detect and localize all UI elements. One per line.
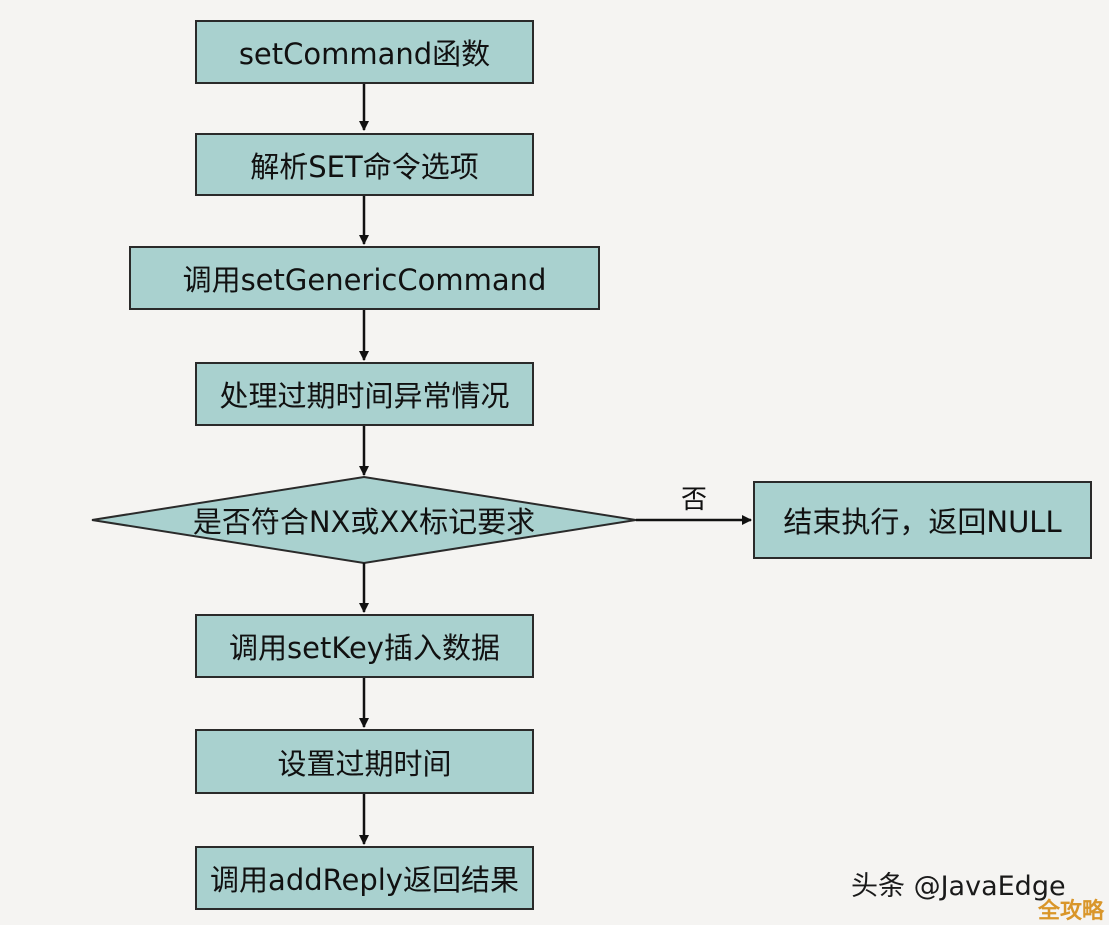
- step-call-setgeneric: 调用setGenericCommand: [129, 246, 600, 310]
- corner-logo: 全攻略: [1038, 899, 1105, 924]
- step-setkey: 调用setKey插入数据: [195, 614, 534, 678]
- step-setcommand: setCommand函数: [195, 20, 534, 84]
- step-addreply: 调用addReply返回结果: [195, 846, 534, 910]
- step-parse-options: 解析SET命令选项: [195, 133, 534, 196]
- watermark-text: 头条 @JavaEdge: [851, 871, 1066, 902]
- step-end-return-null: 结束执行，返回NULL: [753, 481, 1092, 559]
- step-handle-expire: 处理过期时间异常情况: [195, 362, 534, 426]
- no-label: 否: [681, 485, 708, 515]
- step-set-expire: 设置过期时间: [195, 729, 534, 794]
- decision-text: 是否符合NX或XX标记要求: [192, 505, 536, 539]
